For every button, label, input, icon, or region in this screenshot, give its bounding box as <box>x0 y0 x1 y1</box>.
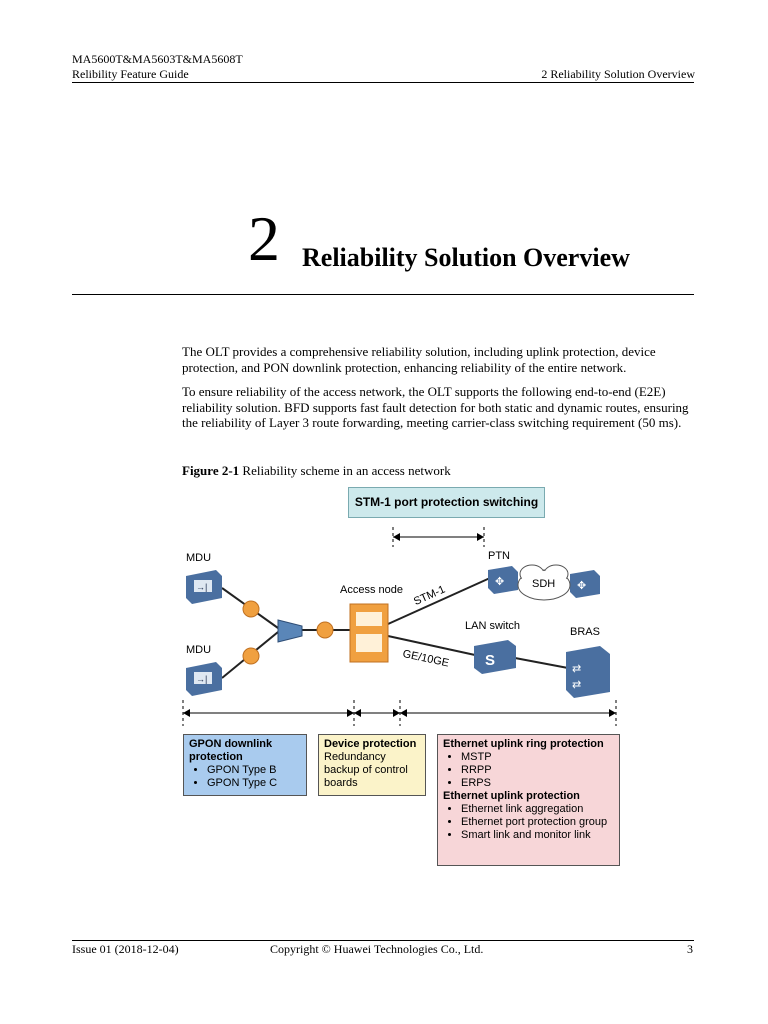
eth-uplink-item-3: Smart link and monitor link <box>461 829 614 842</box>
link-icon-2 <box>242 647 260 665</box>
stm-arrow-left <box>393 533 400 541</box>
paragraph-2: To ensure reliability of the access netw… <box>182 384 689 430</box>
sdh-cloud <box>517 564 571 601</box>
gpon-item-2: GPON Type C <box>207 777 301 790</box>
eth-uplink-item-2: Ethernet port protection group <box>461 816 614 829</box>
ethernet-protection-box: Ethernet uplink ring protection MSTP RRP… <box>437 734 620 866</box>
link-icon-3 <box>316 621 334 639</box>
device-box-title: Device protection <box>324 738 417 750</box>
footer-rule <box>72 940 694 941</box>
stm-protection-box: STM-1 port protection switching <box>348 487 545 518</box>
eth-ring-item-2: RRPP <box>461 764 614 777</box>
ptn-device-right: ✥ <box>570 570 600 598</box>
mdu-bottom-device: →| <box>186 662 222 696</box>
eth-box-title-1: Ethernet uplink ring protection <box>443 738 604 750</box>
svg-text:S: S <box>485 652 495 669</box>
svg-text:⇄: ⇄ <box>572 663 581 675</box>
paragraph-1: The OLT provides a comprehensive reliabi… <box>182 344 656 375</box>
ptn-device-left: ✥ <box>488 566 518 594</box>
label-mdu-bottom: MDU <box>186 644 212 656</box>
device-protection-box: Device protection Redundancy backup of c… <box>318 734 426 796</box>
figure-caption: Figure 2-1 Reliability scheme in an acce… <box>182 463 451 479</box>
chapter-ref: 2 Reliability Solution Overview <box>541 67 695 81</box>
svg-text:✥: ✥ <box>495 576 504 588</box>
gpon-box-title: GPON downlink protection <box>189 738 273 763</box>
footer-copyright: Copyright © Huawei Technologies Co., Ltd… <box>270 942 484 956</box>
footer-issue: Issue 01 (2018-12-04) <box>72 942 179 956</box>
svg-text:⇄: ⇄ <box>572 679 581 691</box>
splitter-icon <box>277 619 303 643</box>
link-lan-bras <box>514 657 569 669</box>
gpon-protection-box: GPON downlink protection GPON Type B GPO… <box>183 734 307 796</box>
link-access-lan <box>387 635 476 656</box>
svg-text:→|: →| <box>196 674 207 684</box>
svg-text:✥: ✥ <box>577 580 586 592</box>
label-lan-switch: LAN switch <box>465 620 521 632</box>
label-stm1: STM-1 <box>412 583 448 608</box>
eth-ring-item-1: MSTP <box>461 751 614 764</box>
svg-text:→|: →| <box>196 582 207 592</box>
gpon-item-1: GPON Type B <box>207 764 301 777</box>
label-ptn: PTN <box>488 550 510 562</box>
footer-page-number: 3 <box>687 942 693 956</box>
eth-ring-item-3: ERPS <box>461 777 614 790</box>
chapter-number: 2 <box>248 203 280 274</box>
chapter-rule <box>72 294 694 295</box>
figure-label: Figure 2-1 <box>182 463 240 478</box>
bras-device: ⇄ ⇄ <box>566 646 610 698</box>
label-bras: BRAS <box>570 626 600 638</box>
link-icon-1 <box>242 600 260 618</box>
doc-subtitle: Relibility Feature Guide <box>72 67 189 81</box>
link-mdu-top <box>221 587 279 629</box>
stm-arrow-right <box>477 533 484 541</box>
lan-switch-device: S <box>474 640 516 674</box>
header-rule <box>72 82 694 83</box>
doc-title: MA5600T&MA5603T&MA5608T <box>72 52 243 66</box>
label-ge: GE/10GE <box>401 648 451 670</box>
figure-caption-text: Reliability scheme in an access network <box>242 463 451 478</box>
label-sdh: SDH <box>532 578 556 590</box>
label-mdu-top: MDU <box>186 552 212 564</box>
label-access-node: Access node <box>340 584 403 596</box>
eth-uplink-item-1: Ethernet link aggregation <box>461 803 614 816</box>
mdu-top-device: →| <box>186 570 222 604</box>
link-access-ptn <box>387 577 491 625</box>
device-box-text: Redundancy backup of control boards <box>324 751 408 789</box>
access-node-device <box>349 603 389 663</box>
eth-box-title-2: Ethernet uplink protection <box>443 790 580 802</box>
chapter-title: Reliability Solution Overview <box>302 243 630 272</box>
link-mdu-bottom <box>221 631 279 679</box>
